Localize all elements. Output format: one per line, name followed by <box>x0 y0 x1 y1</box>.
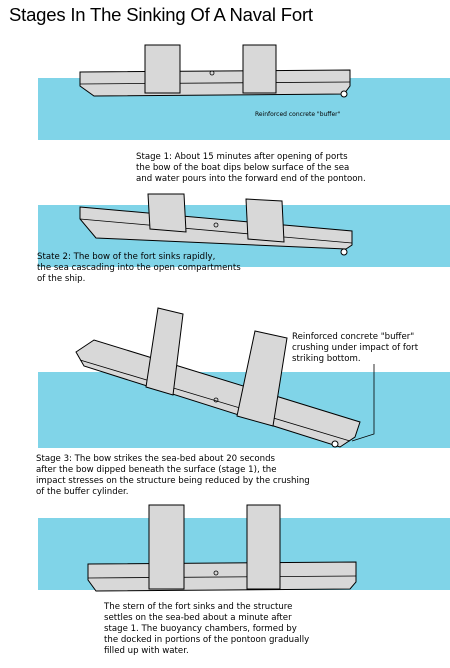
stage-1-figure <box>38 44 450 140</box>
page-title: Stages In The Sinking Of A Naval Fort <box>9 4 313 25</box>
tower-right-stage-3 <box>236 330 288 427</box>
stage-3-figure <box>38 307 450 448</box>
stage-4-figure <box>38 504 450 592</box>
tower-right-stage-4 <box>246 504 281 590</box>
caption-stage-1: Stage 1: About 15 minutes after opening … <box>136 152 366 184</box>
buffer-leader-line <box>351 364 375 442</box>
tower-right-stage-2 <box>245 198 285 243</box>
caption-stage-3: Stage 3: The bow strikes the sea-bed abo… <box>36 454 310 497</box>
stage-2-figure <box>38 193 450 267</box>
buffer-label-stage-1: Reinforced concrete "buffer" <box>255 111 341 118</box>
tower-left-stage-2 <box>147 193 187 233</box>
pontoon-stage-3 <box>75 339 361 448</box>
caption-stage-4: The stern of the fort sinks and the stru… <box>104 602 310 656</box>
tower-left-stage-3 <box>145 307 184 396</box>
tower-left-stage-1 <box>144 44 181 94</box>
buffer-stage-2 <box>340 248 348 256</box>
buffer-stage-3 <box>331 440 339 448</box>
buffer-stage-1 <box>340 90 348 98</box>
tower-right-stage-1 <box>242 44 277 94</box>
caption-stage-2: State 2: The bow of the fort sinks rapid… <box>37 252 241 284</box>
tower-left-stage-4 <box>148 504 185 590</box>
buffer-label-stage-3: Reinforced concrete "buffer" crushing un… <box>292 332 419 364</box>
